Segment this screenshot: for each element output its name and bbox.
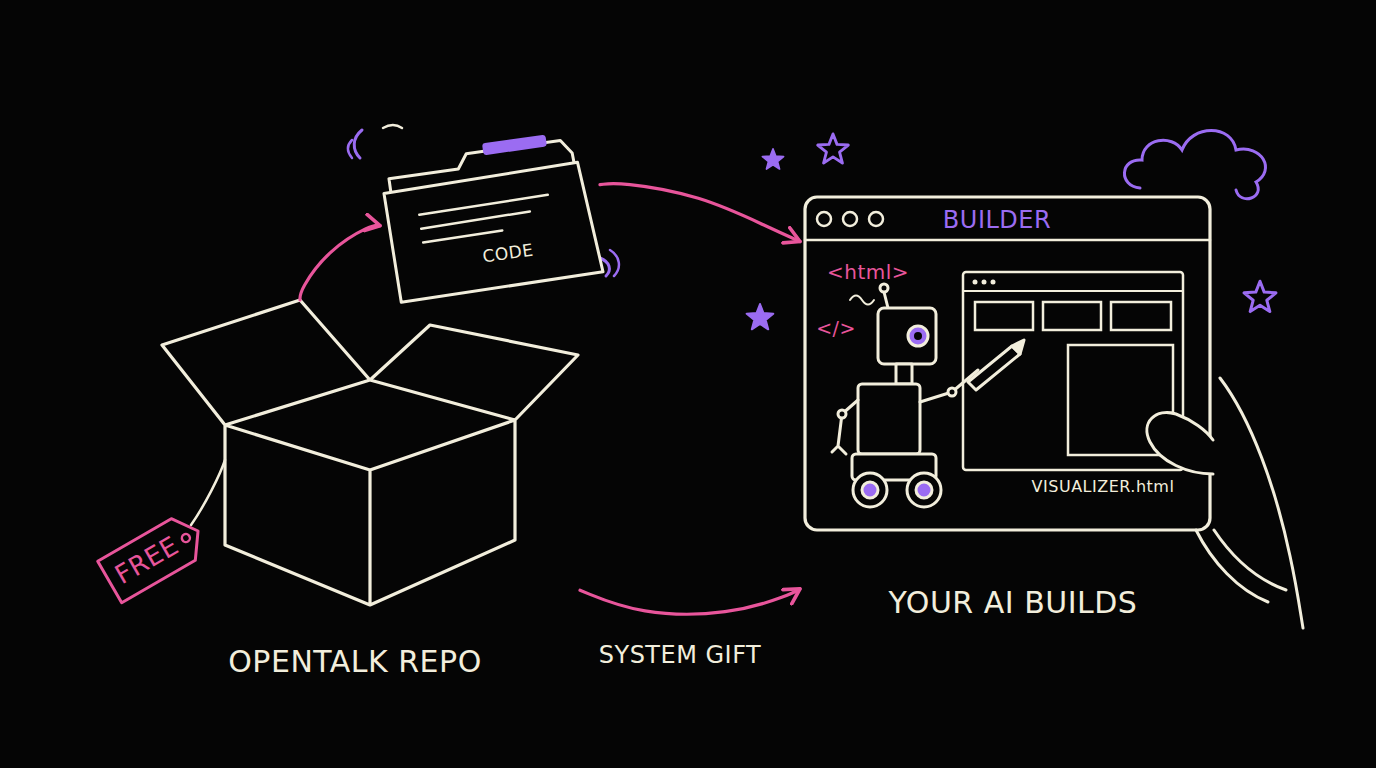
node-title: FREE [0, 442, 337, 679]
star-doodle [747, 304, 774, 329]
outline-stroke [843, 212, 857, 226]
robot-arm [832, 400, 858, 454]
motion-mark [354, 130, 362, 158]
star-doodle [818, 134, 849, 163]
robot-antenna-tip [880, 284, 888, 292]
outline-stroke [162, 300, 578, 605]
robot-body [858, 384, 920, 454]
robot-joint [948, 388, 956, 396]
outline-stroke [419, 195, 552, 243]
wireframe-block [1111, 302, 1171, 330]
flow-arrow [600, 184, 800, 242]
robot-hub [916, 482, 932, 498]
webpage-wireframe [963, 272, 1183, 470]
robot-head [878, 308, 936, 364]
code-tag: </> [626, 317, 1046, 340]
outline-stroke [383, 161, 603, 303]
flow-arrow [580, 589, 800, 614]
robot-pupil [914, 332, 922, 340]
node-outline [160, 300, 580, 610]
robot-joint [838, 410, 846, 418]
pencil-tip [1012, 340, 1024, 354]
wireframe-block [1043, 302, 1101, 330]
hand-outline [1220, 378, 1303, 628]
outline-stroke [482, 135, 547, 156]
edge-label: SYSTEM GIFT [470, 641, 890, 670]
robot-wheel [853, 473, 887, 507]
wireframe-block [975, 302, 1033, 330]
builder-window: BUILDERYOUR AI BUILDS [800, 195, 1215, 625]
node-outline [380, 135, 600, 295]
robot-wheel [907, 473, 941, 507]
motion-mark [610, 250, 619, 276]
flow-arrow [300, 225, 380, 300]
wireframe-divider [963, 290, 1183, 292]
hand-illustration [1147, 378, 1303, 628]
robot-arm [920, 370, 978, 402]
hand-thumb [1147, 413, 1213, 474]
outline-stroke [817, 212, 831, 226]
hand-finger [1196, 530, 1268, 602]
window-dot [973, 280, 978, 285]
window-dot [991, 280, 996, 285]
squiggle-mark [850, 296, 874, 305]
robot-antenna [884, 292, 888, 308]
wireframe-block [1068, 345, 1173, 455]
outline-stroke [191, 460, 225, 525]
open-box: OPENTALK REPO [160, 300, 580, 610]
code-tag: <html> [658, 260, 1078, 284]
star-doodle [1244, 281, 1276, 311]
motion-mark [348, 140, 352, 158]
price-tag: FREE [95, 495, 220, 610]
robot-base [852, 454, 936, 480]
node-outline [800, 195, 1215, 625]
cloud-doodle [1124, 131, 1265, 199]
hand-finger [1214, 530, 1286, 590]
star-doodle [762, 149, 783, 169]
robot-eye [908, 326, 928, 346]
pencil [968, 346, 1020, 390]
robot-hub [862, 482, 878, 498]
robot-illustration [832, 284, 1024, 507]
node-caption: YOUR AI BUILDS [803, 585, 1223, 621]
window-dot [982, 280, 987, 285]
motion-mark [383, 125, 402, 128]
robot-neck [896, 364, 912, 384]
node-title: BUILDER [787, 206, 1207, 235]
outline-stroke [869, 212, 883, 226]
code-folder: CODE [380, 135, 600, 295]
outline-stroke [805, 239, 1210, 242]
node-title: OPENTALK REPO [145, 644, 565, 680]
file-name: VISUALIZER.html [893, 477, 1313, 496]
